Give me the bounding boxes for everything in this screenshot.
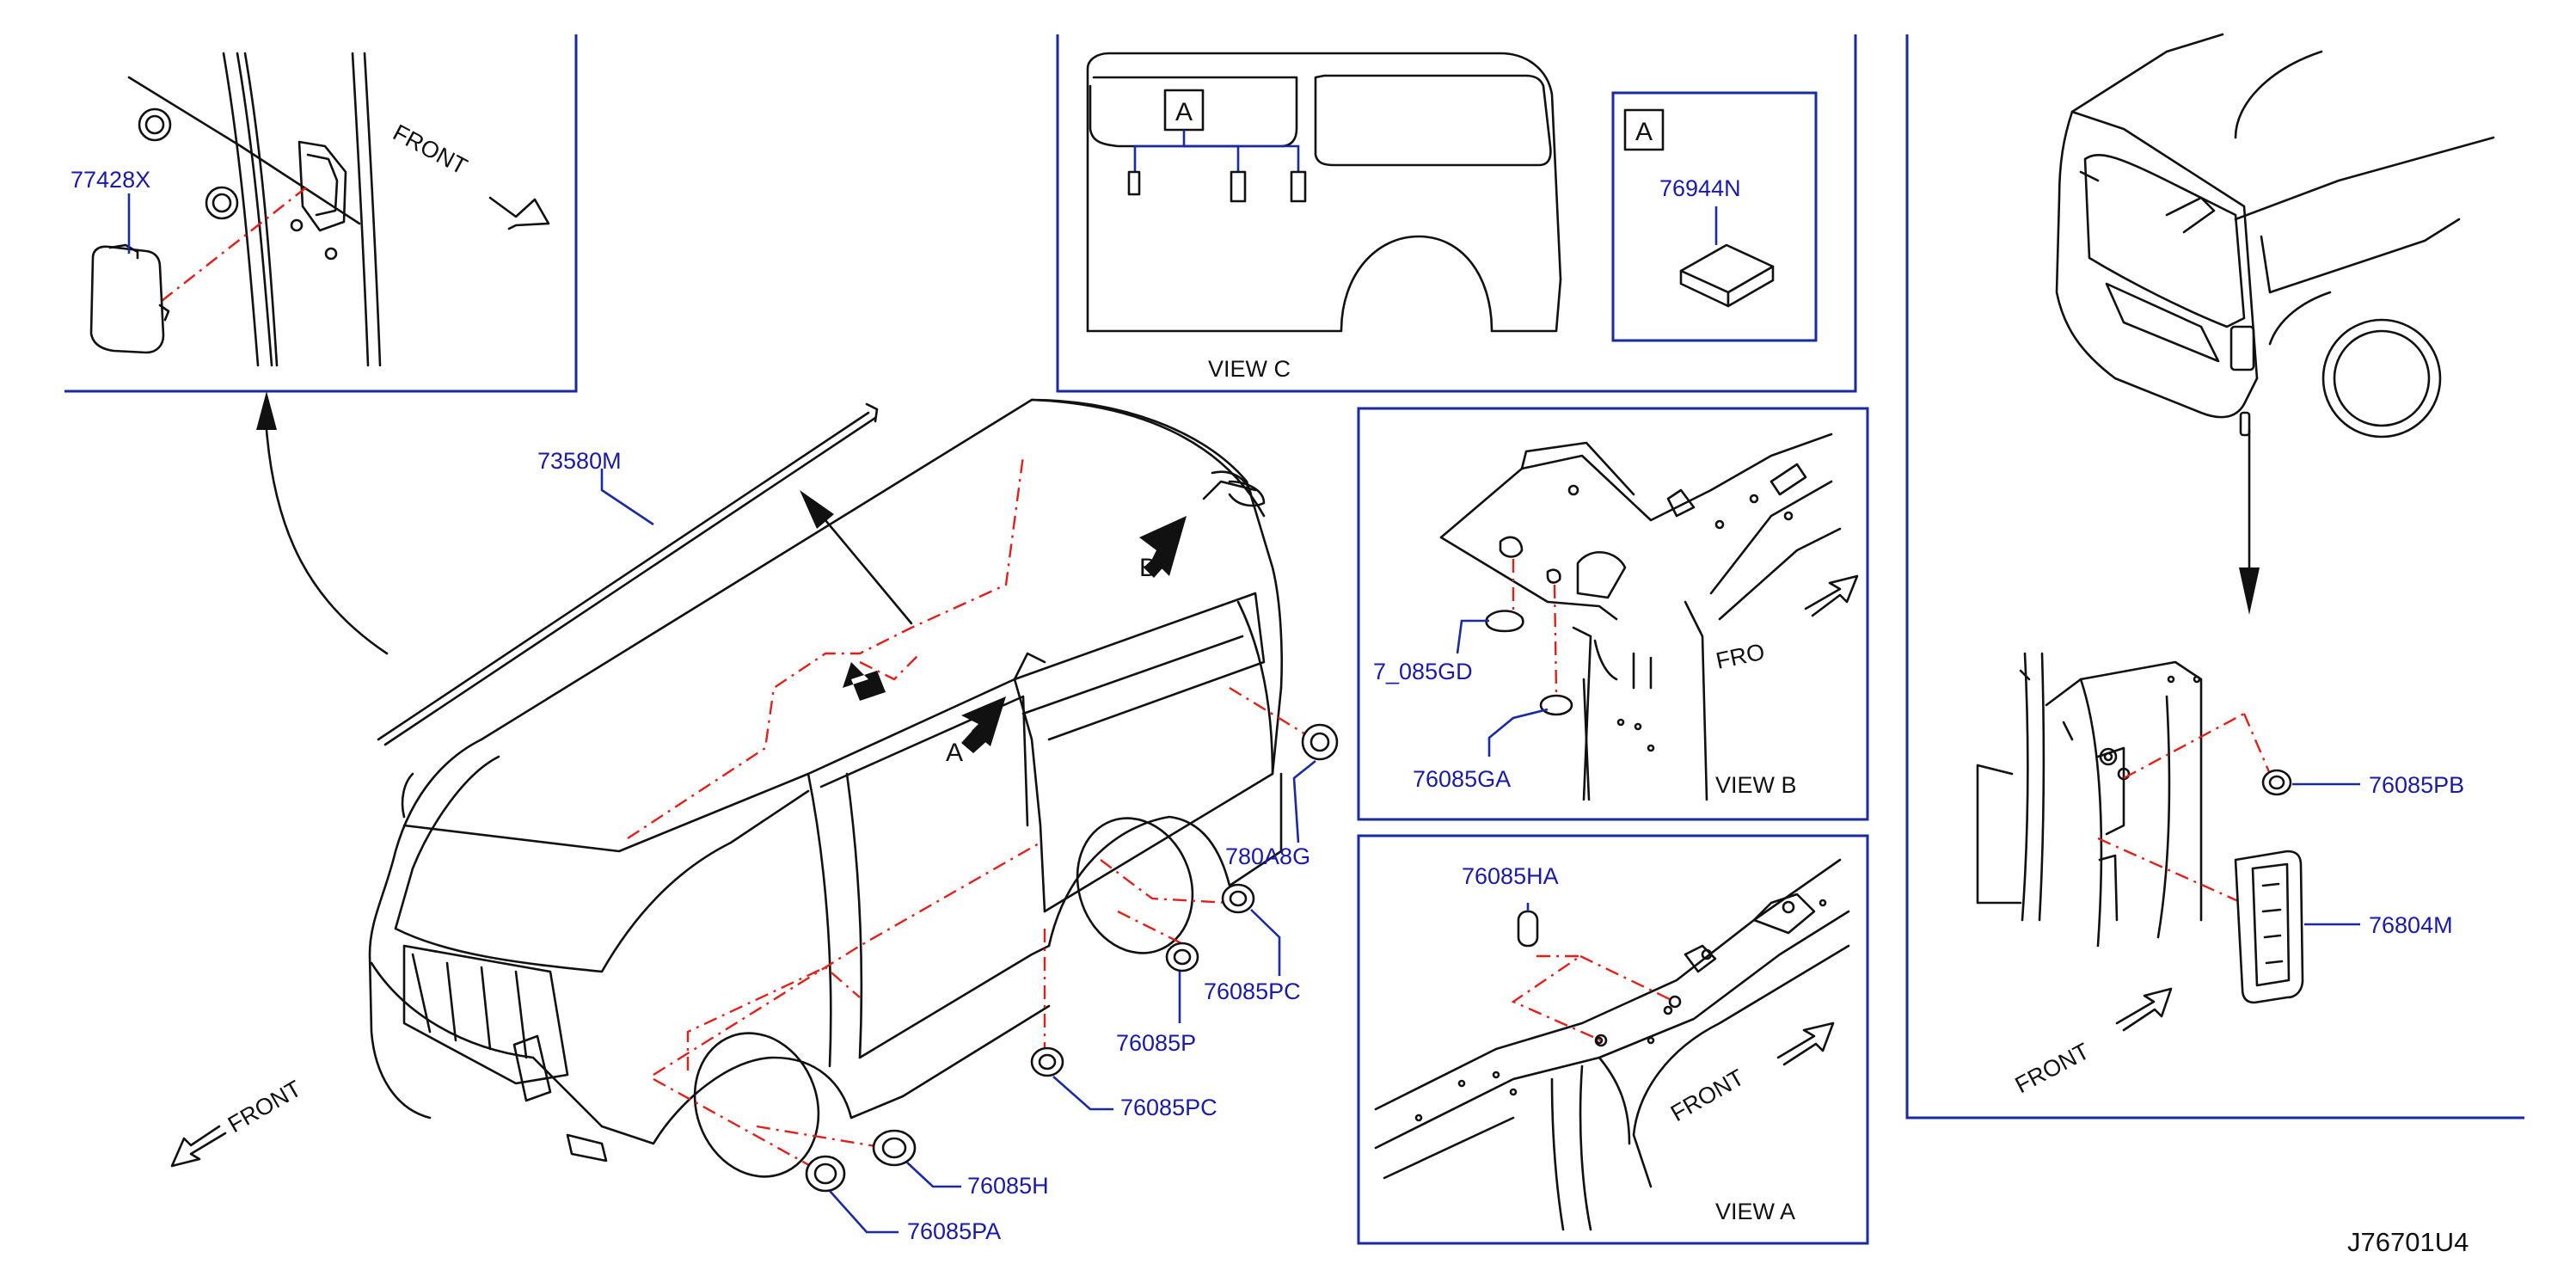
frame-view-c xyxy=(1056,34,1857,393)
grommet-icon xyxy=(2261,769,2292,796)
box-a-letter: A xyxy=(1635,118,1653,146)
inset-rear: 76085PB 76804M FRONT xyxy=(1976,33,2495,1098)
part-label-76944n: 76944N xyxy=(1659,175,1741,201)
inset-frames xyxy=(64,34,2524,1245)
front-label-rear: FRONT xyxy=(2011,1038,2094,1098)
front-partial-label: FRO xyxy=(1714,639,1767,674)
inset-view-a: 76085HA FRONT VIEW A xyxy=(1374,858,1850,1231)
front-label-main: FRONT xyxy=(224,1076,306,1138)
front-arrow-icon: FRONT xyxy=(389,120,471,180)
frame-top-left xyxy=(64,34,578,393)
document-code: J76701U4 xyxy=(2347,1227,2469,1257)
part-label-76085ga: 76085GA xyxy=(1413,766,1511,792)
callout-letter-a: A xyxy=(1175,98,1193,126)
grommet-icon xyxy=(1165,942,1199,972)
frame-view-b xyxy=(1357,407,1869,821)
frame-view-a xyxy=(1357,834,1869,1245)
view-a-label: VIEW A xyxy=(1715,1199,1795,1224)
view-arrow-icon xyxy=(2115,987,2173,1032)
front-label: FRONT xyxy=(389,120,471,180)
grommet-icon xyxy=(872,1129,917,1167)
grommet-icon xyxy=(805,1155,846,1193)
view-c-label: VIEW C xyxy=(1208,356,1291,382)
plug-icon xyxy=(89,243,170,354)
part-label-780a8g: 780A8G xyxy=(1225,844,1310,869)
molding-icon xyxy=(377,402,879,746)
part-label-76085pc-lower: 76085PC xyxy=(1120,1095,1217,1120)
inset-view-c: A VIEW C xyxy=(1086,52,1562,382)
part-label-76085p: 76085P xyxy=(1116,1030,1196,1056)
view-b-label: VIEW B xyxy=(1715,772,1797,798)
part-label-76085pa: 76085PA xyxy=(907,1218,1001,1244)
grommet-icon xyxy=(1221,883,1255,914)
view-arrow-icon xyxy=(1804,574,1859,617)
main-van: 73580M xyxy=(170,391,1339,1244)
inset-plug: 77428X FRONT xyxy=(71,52,550,367)
frame-right xyxy=(1905,34,2524,1120)
part-label-77428x: 77428X xyxy=(71,167,150,193)
part-label-76085pb: 76085PB xyxy=(2369,772,2464,798)
view-arrow-icon xyxy=(488,196,550,230)
part-label-76804m: 76804M xyxy=(2369,912,2453,938)
grommet-icon xyxy=(1030,1046,1064,1077)
part-label-76085gd: 7_085GD xyxy=(1373,659,1473,684)
grommet-icon xyxy=(1301,723,1339,761)
mudflap-icon xyxy=(2234,850,2304,1004)
part-label-73580m: 73580M xyxy=(537,448,622,474)
part-label-76085ha: 76085HA xyxy=(1462,863,1559,889)
front-arrow-icon xyxy=(170,1125,227,1168)
part-label-76085pc-upper: 76085PC xyxy=(1204,978,1301,1004)
plug-icon xyxy=(1517,910,1539,948)
view-arrow-icon xyxy=(1776,1021,1835,1066)
grommet-icon xyxy=(1485,610,1524,633)
arrow-letter-a: A xyxy=(946,739,963,767)
part-label-76085h: 76085H xyxy=(967,1173,1049,1199)
pad-icon xyxy=(1679,243,1775,308)
inset-view-b: 7_085GD 76085GA FRO VIEW B xyxy=(1373,432,1859,801)
frame-box-a xyxy=(1611,91,1818,342)
arrow-letter-b: B xyxy=(1139,554,1156,582)
front-label-view-a: FRONT xyxy=(1666,1064,1749,1126)
inset-box-a: A 76944N xyxy=(1623,108,1775,308)
grommet-icon xyxy=(1539,694,1573,716)
